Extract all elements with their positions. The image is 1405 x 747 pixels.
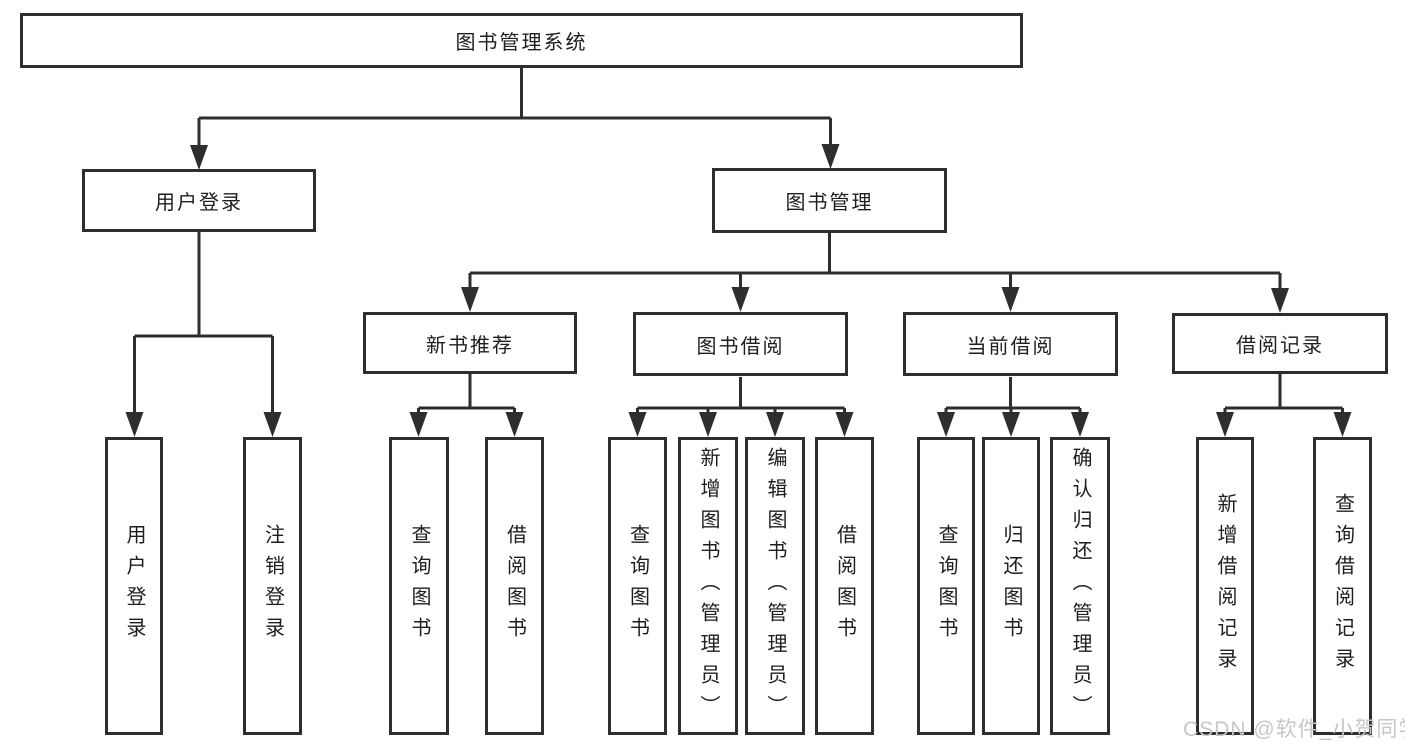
leaf-query-borrow-record: 查询借阅记录 (1313, 437, 1372, 735)
leaf-label: 查询图书 (408, 524, 430, 648)
leaf-label: 用户登录 (123, 524, 145, 648)
leaf-label: 借阅图书 (833, 524, 856, 648)
node-borrowing-records: 借阅记录 (1172, 313, 1388, 374)
leaf-label: 查询借阅记录 (1331, 493, 1354, 679)
leaf-label: 归还图书 (1000, 524, 1022, 648)
node-new-book-recommend: 新书推荐 (363, 312, 577, 374)
leaf-query-books-recommend: 查询图书 (389, 437, 449, 735)
leaf-borrow-books: 借阅图书 (815, 437, 874, 735)
leaf-logout: 注销登录 (243, 437, 302, 735)
node-book-borrowing: 图书借阅 (633, 312, 848, 376)
leaf-label: 新增图书（管理员） (697, 446, 719, 726)
csdn-watermark: CSDN @软件_小贺同学 (1183, 718, 1405, 741)
node-label: 新书推荐 (426, 334, 514, 357)
node-book-management: 图书管理 (712, 168, 947, 233)
node-user-login: 用户登录 (82, 169, 316, 232)
node-label: 图书借阅 (696, 335, 785, 358)
leaf-add-books-admin: 新增图书（管理员） (678, 437, 738, 735)
leaf-edit-books-admin: 编辑图书（管理员） (745, 437, 805, 735)
node-current-borrowing: 当前借阅 (903, 312, 1118, 376)
node-label: 当前借阅 (966, 335, 1055, 358)
leaf-query-books-borrowing: 查询图书 (608, 437, 667, 735)
leaf-borrow-books-recommend: 借阅图书 (485, 437, 544, 735)
leaf-return-books: 归还图书 (982, 437, 1040, 735)
node-library-management-system: 图书管理系统 (20, 13, 1023, 68)
node-label: 图书管理系统 (455, 32, 588, 54)
leaf-label: 查询图书 (935, 524, 957, 648)
leaf-add-borrow-record: 新增借阅记录 (1196, 437, 1254, 735)
leaf-label: 编辑图书（管理员） (764, 446, 786, 726)
leaf-confirm-return-admin: 确认归还（管理员） (1050, 437, 1110, 735)
leaf-label: 注销登录 (261, 524, 284, 648)
node-label: 借阅记录 (1236, 335, 1324, 357)
node-label: 图书管理 (785, 192, 874, 214)
leaf-label: 新增借阅记录 (1214, 493, 1236, 679)
leaf-query-books-current: 查询图书 (917, 437, 975, 735)
leaf-label: 查询图书 (626, 524, 649, 648)
leaf-label: 确认归还（管理员） (1069, 446, 1091, 726)
leaf-label: 借阅图书 (503, 524, 526, 648)
node-label: 用户登录 (155, 192, 243, 214)
leaf-user-login: 用户登录 (105, 437, 163, 735)
